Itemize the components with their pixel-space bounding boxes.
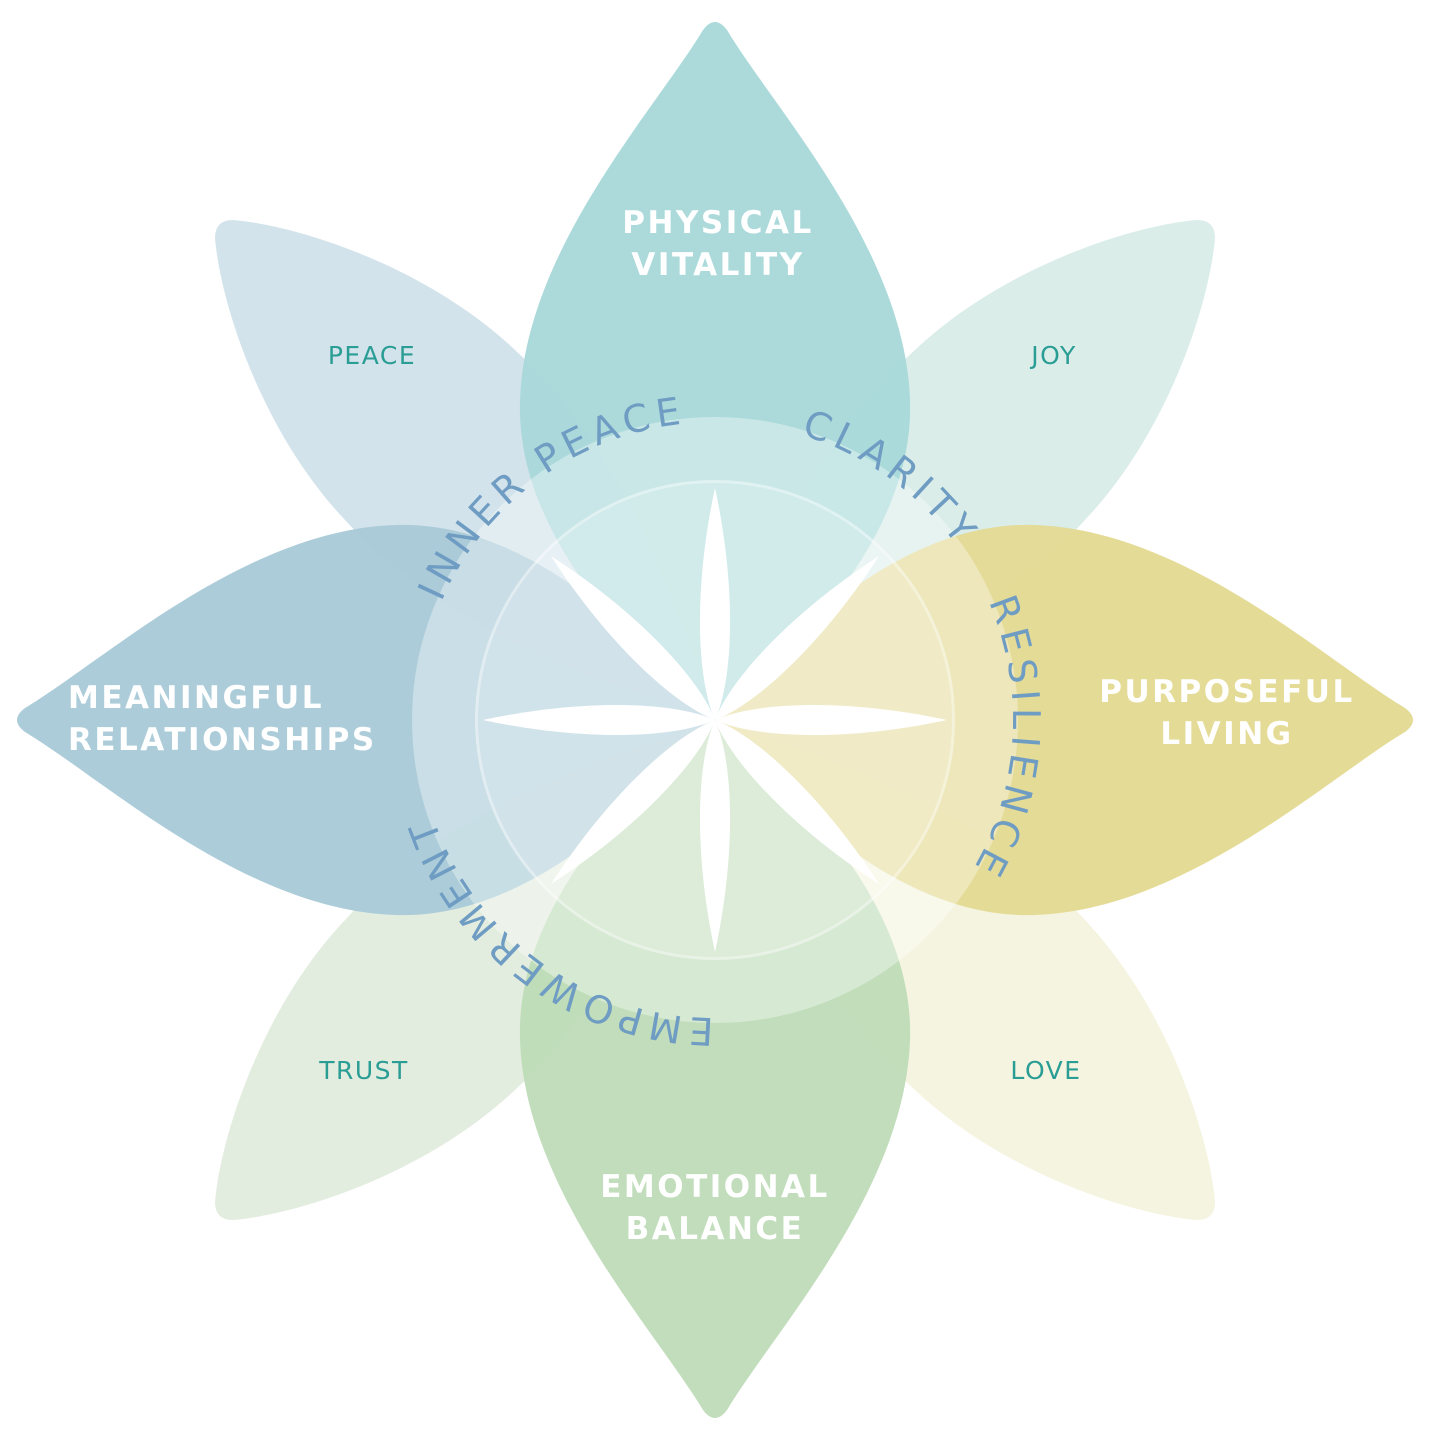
label-physical-vitality-line2: VITALITY <box>631 247 804 283</box>
label-emotional-balance-line2: BALANCE <box>626 1211 805 1247</box>
label-trust: TRUST <box>318 1056 409 1085</box>
label-purposeful-living-line1: PURPOSEFUL <box>1099 674 1354 710</box>
label-meaningful-relationships-line1: MEANINGFUL <box>68 680 324 716</box>
label-physical-vitality-line1: PHYSICAL <box>622 205 813 241</box>
label-joy: JOY <box>1029 341 1076 370</box>
label-emotional-balance-line1: EMOTIONAL <box>600 1169 830 1205</box>
label-love: LOVE <box>1010 1056 1081 1085</box>
label-meaningful-relationships-line2: RELATIONSHIPS <box>68 722 377 758</box>
ring-band <box>412 417 1018 1023</box>
label-peace: PEACE <box>328 341 416 370</box>
center-star <box>483 488 947 952</box>
label-purposeful-living-line2: LIVING <box>1160 716 1293 752</box>
